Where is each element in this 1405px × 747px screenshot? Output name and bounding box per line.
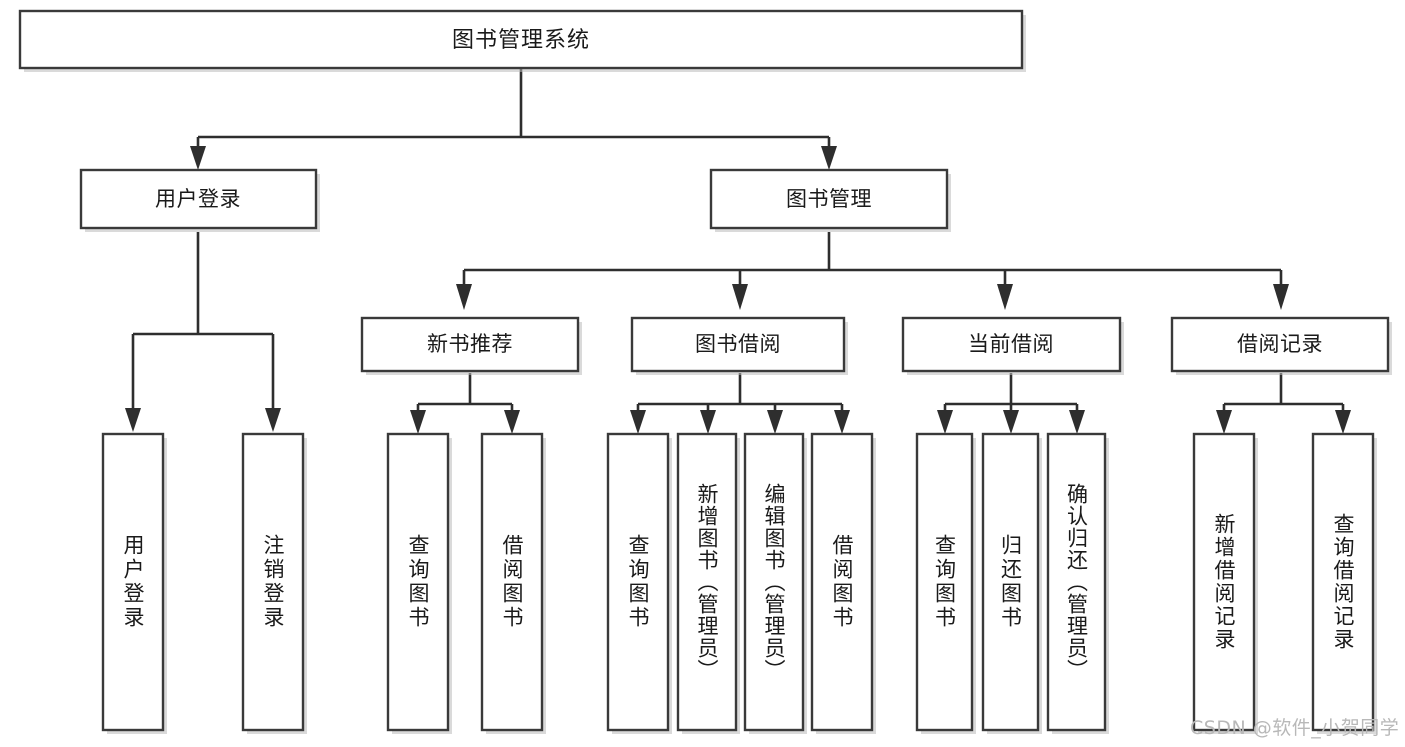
arrowhead-newbook-query [410, 410, 426, 434]
connector-group-new-book [410, 373, 520, 434]
arrowhead-to-book-manage [821, 146, 837, 170]
leaf-box-bookborrow-query[interactable] [606, 432, 670, 732]
leaf-box-borrowrecord-query[interactable] [1311, 432, 1375, 732]
leaf-box-newbook-borrow[interactable] [480, 432, 544, 732]
node-label-user-login: 用户登录 [155, 187, 241, 211]
leaf-box-bookborrow-edit[interactable] [743, 432, 805, 732]
node-label-current-borrow: 当前借阅 [968, 332, 1054, 356]
node-box-current-borrow[interactable] [901, 316, 1122, 373]
leaf-box-newbook-query[interactable] [386, 432, 450, 732]
arrowhead-borrowrecord-add [1216, 410, 1232, 434]
arrowhead-newbook-borrow [504, 410, 520, 434]
leaf-box-currentborrow-confirm[interactable] [1046, 432, 1107, 732]
arrowhead-bookborrow-query [630, 410, 646, 434]
leaf-box-bookborrow-borrow[interactable] [810, 432, 874, 732]
leaf-box-bookborrow-add[interactable] [676, 432, 738, 732]
leaf-box-logout[interactable] [241, 432, 305, 732]
connector-group-book-borrow [630, 373, 850, 434]
arrowhead-to-borrow-record [1273, 284, 1289, 310]
arrowhead-to-new-book [456, 284, 472, 310]
root-node-label: 图书管理系统 [452, 28, 590, 53]
node-label-new-book: 新书推荐 [427, 332, 513, 356]
root-node-box[interactable] [18, 9, 1024, 70]
node-label-book-manage: 图书管理 [786, 187, 872, 211]
node-box-new-book[interactable] [360, 316, 580, 373]
leaf-box-borrowrecord-add[interactable] [1192, 432, 1256, 732]
node-label-book-borrow: 图书借阅 [695, 332, 781, 356]
arrowhead-currentborrow-query [937, 410, 953, 434]
csdn-watermark: CSDN @软件_小贺同学 [1190, 717, 1400, 739]
leaf-box-currentborrow-return[interactable] [981, 432, 1040, 732]
arrowhead-currentborrow-confirm [1069, 410, 1085, 434]
node-box-user-login[interactable] [79, 168, 318, 230]
node-box-book-manage[interactable] [709, 168, 949, 230]
arrowhead-leaf-logout [265, 408, 281, 432]
arrowhead-leaf-user-login [125, 408, 141, 432]
connector-group-book-manage [456, 232, 1289, 310]
arrowhead-borrowrecord-query [1335, 410, 1351, 434]
leaf-box-currentborrow-query[interactable] [915, 432, 974, 732]
arrowhead-currentborrow-return [1003, 410, 1019, 434]
arrowhead-bookborrow-edit [767, 410, 783, 434]
node-box-book-borrow[interactable] [630, 316, 846, 373]
connector-group-root [190, 68, 837, 170]
node-box-borrow-record[interactable] [1170, 316, 1390, 373]
connector-group-user-login [125, 232, 281, 432]
arrowhead-to-current-borrow [997, 284, 1013, 310]
connector-group-current-borrow [937, 373, 1085, 434]
connector-group-borrow-record [1216, 373, 1351, 434]
node-label-borrow-record: 借阅记录 [1237, 332, 1323, 356]
leaf-box-user-login[interactable] [101, 432, 165, 732]
arrowhead-to-book-borrow [732, 284, 748, 310]
arrowhead-bookborrow-add [700, 410, 716, 434]
arrowhead-to-user-login [190, 146, 206, 170]
arrowhead-bookborrow-borrow [834, 410, 850, 434]
